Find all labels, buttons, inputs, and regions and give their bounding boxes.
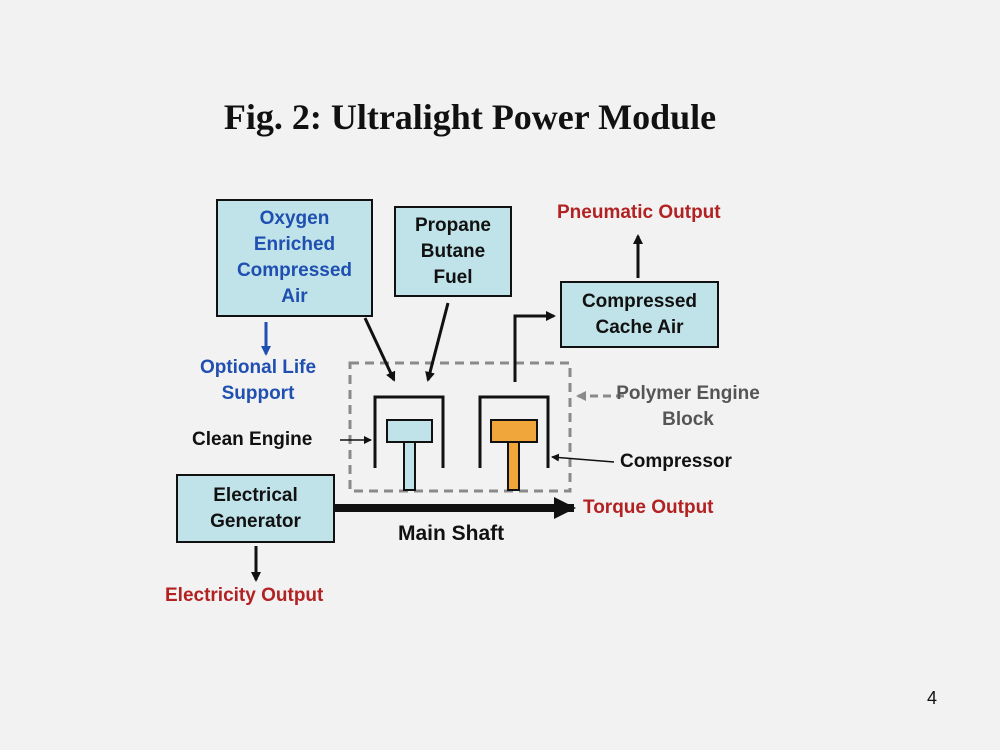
cache-air-box: Compressed Cache Air [560,281,719,348]
compressor-piston-head [490,419,538,443]
compressor-label: Compressor [620,451,732,472]
clean-engine-piston-head [386,419,433,443]
oxygen-to-engine-arrow [363,317,396,382]
oxygen-air-box: Oxygen Enriched Compressed Air [216,199,373,317]
electricity-output-label: Electricity Output [165,585,324,606]
compressor-pointer [551,453,615,463]
fuel-box: Propane Butane Fuel [394,206,512,297]
clean-engine-label: Clean Engine [192,429,313,450]
generator-box: Electrical Generator [176,474,335,543]
engine-block-outline [348,361,572,493]
torque-output-label: Torque Output [583,497,714,518]
compressor-cylinder [478,395,550,468]
pneumatic-output-label: Pneumatic Output [557,202,721,223]
clean-engine-piston-rod [403,441,416,491]
compressor-to-cache-arrow [513,311,556,382]
main-shaft-label: Main Shaft [398,522,505,545]
polymer-engine-block-label: Polymer Engine Block [616,383,760,430]
clean-engine-cylinder [373,395,445,468]
optional-life-support-label: Optional Life Support [199,357,317,404]
page-number: 4 [927,688,938,708]
figure-title: Fig. 2: Ultralight Power Module [223,97,717,137]
compressor-piston-rod [507,441,520,491]
fuel-to-engine-arrow [425,302,450,382]
